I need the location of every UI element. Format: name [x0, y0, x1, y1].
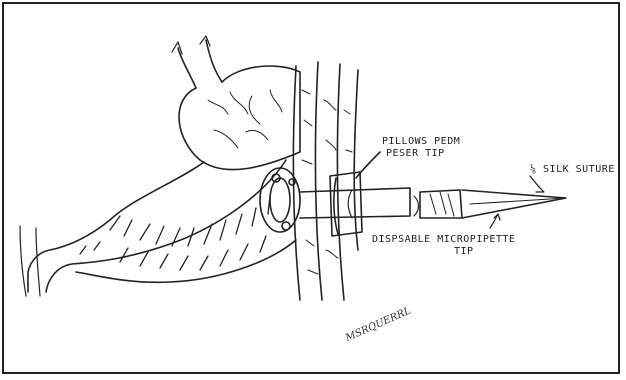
esophagus: [178, 40, 222, 88]
suture-label: ⅙ SILK SUTURE: [530, 164, 615, 175]
micropipette-label-line2: TIP: [454, 246, 474, 257]
pillows-leader: [356, 152, 380, 178]
abdominal-wall: [293, 62, 358, 300]
pillows-label-line1: PILLOWS PEDM: [382, 136, 460, 147]
pillows-label-line2: PESER TIP: [386, 148, 445, 159]
micropipette-label-line1: DISPSABLE MICROPIPETTE: [372, 234, 515, 245]
pipette-arrow: [490, 214, 500, 228]
stomach-outline: [179, 66, 300, 170]
suture-arrow: [530, 176, 544, 192]
